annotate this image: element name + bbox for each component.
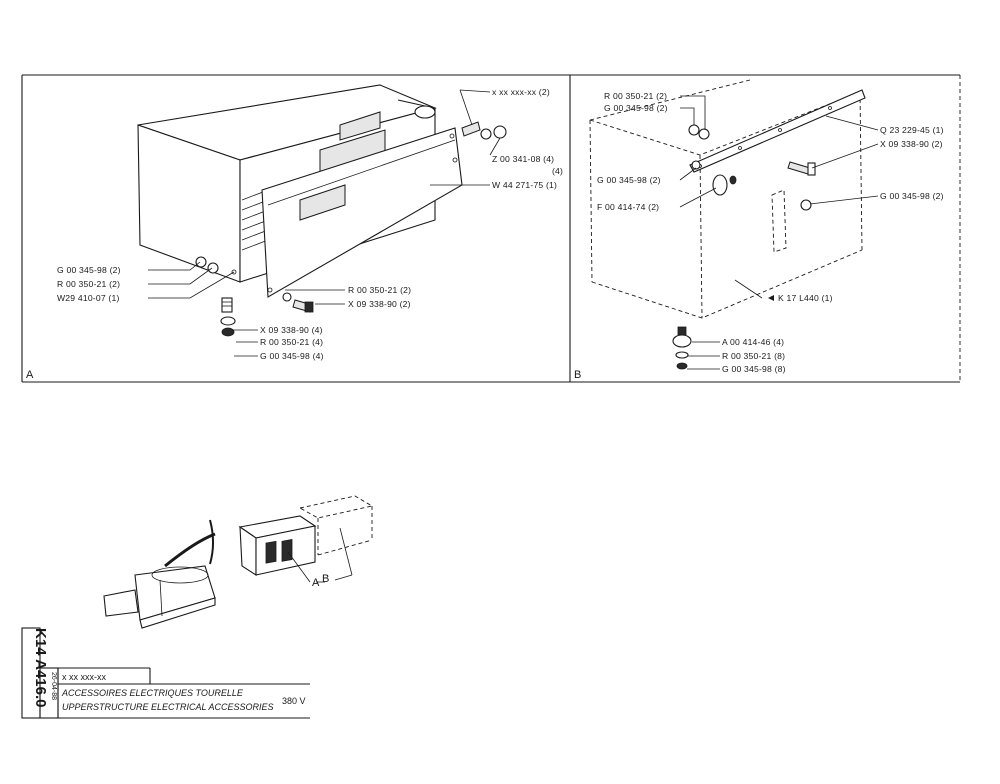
panel-a-letter: A [26, 369, 34, 381]
label-a-10: X 09 338-90 (4) [260, 325, 323, 335]
panel-b-labels: R 00 350-21 (2) G 00 345-98 (2) Q 23 229… [597, 91, 944, 374]
label-a-11: R 00 350-21 (4) [260, 337, 323, 347]
label-a-2: Z 00 341-08 (4) [492, 154, 554, 164]
drawing-code: K14 A416.0 [32, 628, 49, 708]
overview-label-a: A [312, 577, 320, 589]
panel-b-drawing [589, 79, 866, 370]
label-a-7: W29 410-07 (1) [57, 293, 120, 303]
label-b-4: X 09 338-90 (2) [880, 139, 943, 149]
overview-sketch: A B [103, 495, 374, 629]
panel-a-drawing [137, 84, 507, 337]
drawing-date: 26-04-88 [50, 672, 57, 700]
label-b-3: Q 23 229-45 (1) [880, 125, 944, 135]
label-b-8: K 17 L440 (1) [778, 293, 833, 303]
title-block: K14 A416.0 26-04-88 x xx xxx-xx ACCESSOI… [21, 627, 310, 719]
label-b-9: A 00 414-46 (4) [722, 337, 784, 347]
screw-top-right [461, 121, 507, 140]
label-b-10: R 00 350-21 (8) [722, 351, 785, 361]
overview-label-b: B [322, 573, 330, 585]
label-a-9: X 09 338-90 (2) [348, 299, 411, 309]
label-a-3: (4) [552, 166, 563, 176]
bottom-mount [672, 326, 692, 370]
label-a-12: G 00 345-98 (4) [260, 351, 324, 361]
voltage: 380 V [282, 696, 306, 706]
title-english: UPPERSTRUCTURE ELECTRICAL ACCESSORIES [62, 702, 274, 712]
label-a-5: G 00 345-98 (2) [57, 265, 121, 275]
screw-bottom [282, 292, 314, 313]
label-b-1: R 00 350-21 (2) [604, 91, 667, 101]
label-b-7: F 00 414-74 (2) [597, 202, 659, 212]
label-a-8: R 00 350-21 (2) [348, 285, 411, 295]
panel-a-leaders [148, 89, 501, 357]
bolt-stack [220, 297, 236, 337]
label-a-6: R 00 350-21 (2) [57, 279, 120, 289]
label-a-4: W 44 271-75 (1) [492, 180, 557, 190]
panel-b-letter: B [574, 369, 582, 381]
panel-b-leaders [679, 95, 879, 370]
ref-number: x xx xxx-xx [62, 672, 106, 682]
label-a-1: x xx xxx-xx (2) [492, 87, 550, 97]
panel-frames [21, 74, 961, 383]
arrow-marker [768, 295, 774, 301]
title-french: ACCESSOIRES ELECTRIQUES TOURELLE [61, 688, 244, 698]
label-b-6: G 00 345-98 (2) [880, 191, 944, 201]
label-b-11: G 00 345-98 (8) [722, 364, 786, 374]
label-b-5: G 00 345-98 (2) [597, 175, 661, 185]
panel-a-labels: x xx xxx-xx (2) Z 00 341-08 (4) (4) W 44… [57, 87, 563, 361]
label-b-2: G 00 345-98 (2) [604, 103, 668, 113]
